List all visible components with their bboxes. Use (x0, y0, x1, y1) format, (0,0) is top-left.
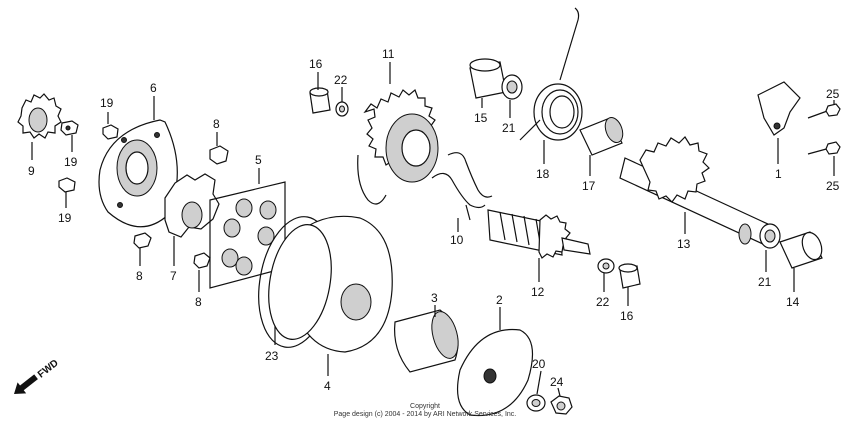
part-21-washer-upper (501, 74, 523, 100)
part-9-sprocket (17, 93, 62, 139)
part-17-bushing (579, 116, 624, 156)
callout-6: 6 (150, 81, 157, 95)
callout-18: 18 (536, 167, 550, 181)
part-4-pulley-face (268, 215, 393, 353)
callout-21-b: 21 (758, 275, 772, 289)
part-5-roller-set (209, 181, 286, 289)
part-12-pinion-shaft (487, 209, 591, 259)
callout-4: 4 (324, 379, 331, 393)
part-13-kick-spindle (619, 136, 771, 246)
callout-19-c: 19 (58, 211, 72, 225)
callout-13: 13 (677, 237, 691, 251)
callout-20: 20 (532, 357, 546, 371)
part-7-ramp-plate (164, 173, 220, 238)
callout-17: 17 (582, 179, 596, 193)
part-2-movable-face (457, 328, 534, 417)
part-19-bolt-b (102, 124, 119, 140)
fwd-arrow: FWD (14, 358, 61, 394)
part-14-bushing (779, 231, 823, 269)
part-8-slide-piece-b (133, 232, 152, 249)
callout-1: 1 (775, 167, 782, 181)
callout-16-b: 16 (620, 309, 634, 323)
callout-16-a: 16 (309, 57, 323, 71)
callout-10: 10 (450, 233, 464, 247)
part-19-bolt-a (60, 120, 79, 136)
part-15-bushing (469, 58, 507, 99)
part-18-kick-spring (519, 7, 583, 141)
arrow-icon (14, 374, 38, 394)
callout-8-b: 8 (136, 269, 143, 283)
part-22-washer-upper (335, 101, 349, 117)
callout-2: 2 (496, 293, 503, 307)
callout-labels: 9 19 19 19 6 8 5 8 7 8 23 4 3 2 20 24 16… (28, 47, 840, 393)
callout-25-b: 25 (826, 179, 840, 193)
callout-12: 12 (531, 285, 545, 299)
part-19-bolt-c (58, 177, 76, 193)
part-10-spring-clip (431, 152, 493, 221)
callout-14: 14 (786, 295, 800, 309)
leader-lines (31, 62, 835, 397)
part-24-nut (550, 395, 573, 415)
part-16-bushing-upper (309, 87, 331, 114)
callout-8-c: 8 (195, 295, 202, 309)
part-21-washer-lower (759, 223, 781, 249)
callout-8-a: 8 (213, 117, 220, 131)
callout-7: 7 (170, 269, 177, 283)
callout-24: 24 (550, 375, 564, 389)
callout-19-a: 19 (64, 155, 78, 169)
callout-15: 15 (474, 111, 488, 125)
callout-23: 23 (265, 349, 279, 363)
part-22-washer-lower (597, 258, 615, 274)
callout-3: 3 (431, 291, 438, 305)
callout-22-b: 22 (596, 295, 610, 309)
fwd-label: FWD (36, 358, 61, 381)
part-16-bushing-lower (618, 263, 641, 289)
part-25-bolt-b (807, 141, 841, 155)
callout-19-b: 19 (100, 96, 114, 110)
part-8-slide-piece-c (193, 252, 211, 269)
part-1-kick-arm (757, 81, 801, 136)
callout-25-a: 25 (826, 87, 840, 101)
part-3-collar (393, 309, 459, 373)
callout-11: 11 (382, 47, 395, 61)
callout-9: 9 (28, 164, 35, 178)
callout-21-a: 21 (502, 121, 516, 135)
part-11-kick-gear (357, 88, 439, 205)
callout-22-a: 22 (334, 73, 348, 87)
part-8-slide-piece-a (209, 145, 229, 165)
part-20-washer (526, 394, 546, 412)
copyright-line-1: Copyright (410, 403, 440, 410)
part-25-bolt-a (807, 103, 841, 119)
copyright-line-2: Page design (c) 2004 - 2014 by ARI Netwo… (334, 411, 517, 418)
callout-5: 5 (255, 153, 262, 167)
part-6-drive-plate (98, 119, 178, 228)
